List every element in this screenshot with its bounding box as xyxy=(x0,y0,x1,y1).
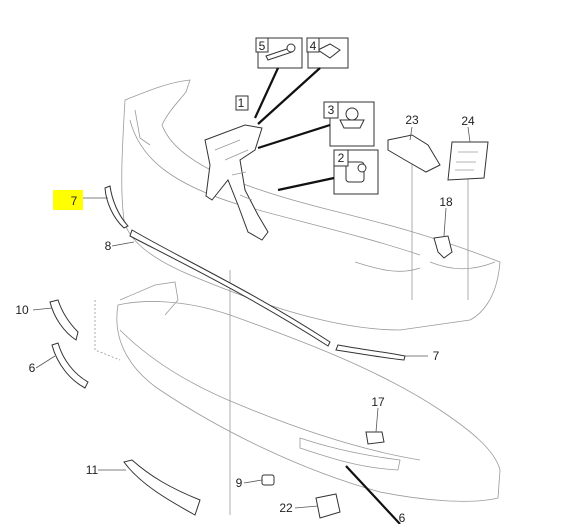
leader-23 xyxy=(409,126,413,141)
bracket-part-22 xyxy=(315,493,341,519)
leader-10 xyxy=(32,307,53,311)
bracket-part-24 xyxy=(447,141,489,181)
callout-box-5 xyxy=(255,37,269,53)
clip-part-17 xyxy=(365,431,385,445)
callout-3: 3 xyxy=(328,103,335,117)
callout-7-right: 7 xyxy=(433,349,440,363)
bracket-part-24-detail xyxy=(455,151,478,171)
bracket-part-1 xyxy=(204,124,269,241)
callout-4: 4 xyxy=(310,39,317,53)
callout-2: 2 xyxy=(338,151,345,165)
arrow-6-bottom xyxy=(345,465,401,524)
trim-strip-7-lower xyxy=(335,344,406,361)
callout-6-bottom: 6 xyxy=(399,511,406,524)
reflector-part-6 xyxy=(51,342,89,389)
dashed-leader-10 xyxy=(94,300,121,361)
callout-18: 18 xyxy=(439,195,453,209)
callout-22: 22 xyxy=(279,501,293,515)
callout-24: 24 xyxy=(461,114,475,128)
detail-box-2 xyxy=(333,149,379,195)
callout-1: 1 xyxy=(238,96,245,110)
arrow-4 xyxy=(257,67,321,125)
callout-23: 23 xyxy=(405,113,419,127)
arrow-2 xyxy=(277,176,335,192)
detail-box-4 xyxy=(307,37,349,69)
bracket-part-23 xyxy=(387,134,441,173)
callout-8: 8 xyxy=(105,239,112,253)
highlight-callout-7 xyxy=(53,190,83,210)
leader-8 xyxy=(111,241,135,247)
reflector-part-10 xyxy=(49,299,79,341)
leader-18 xyxy=(443,207,447,237)
clip-part-18 xyxy=(433,235,453,259)
leader-24 xyxy=(467,126,471,143)
strip-part-11 xyxy=(123,459,201,516)
callout-box-4 xyxy=(306,37,320,53)
leader-22 xyxy=(294,505,319,509)
trim-strip-8 xyxy=(129,229,331,347)
leader-6 xyxy=(35,355,56,369)
arrow-5 xyxy=(254,67,279,119)
leader-9 xyxy=(243,479,263,484)
callout-17: 17 xyxy=(371,395,385,409)
cover-part-9 xyxy=(261,474,275,486)
callout-box-3 xyxy=(323,101,339,119)
arrow-3 xyxy=(257,123,331,150)
callout-9: 9 xyxy=(236,476,243,490)
callout-box-2 xyxy=(333,149,349,167)
trim-strip-7-upper xyxy=(104,185,129,229)
callout-11: 11 xyxy=(86,463,99,477)
callout-10: 10 xyxy=(15,303,29,317)
bumper-cover-lower xyxy=(116,281,501,502)
leader-17 xyxy=(375,407,379,433)
callout-5: 5 xyxy=(259,39,266,53)
callout-6-left: 6 xyxy=(29,361,36,375)
callout-box-1 xyxy=(235,95,249,111)
callout-7-highlight: 7 xyxy=(71,194,78,208)
